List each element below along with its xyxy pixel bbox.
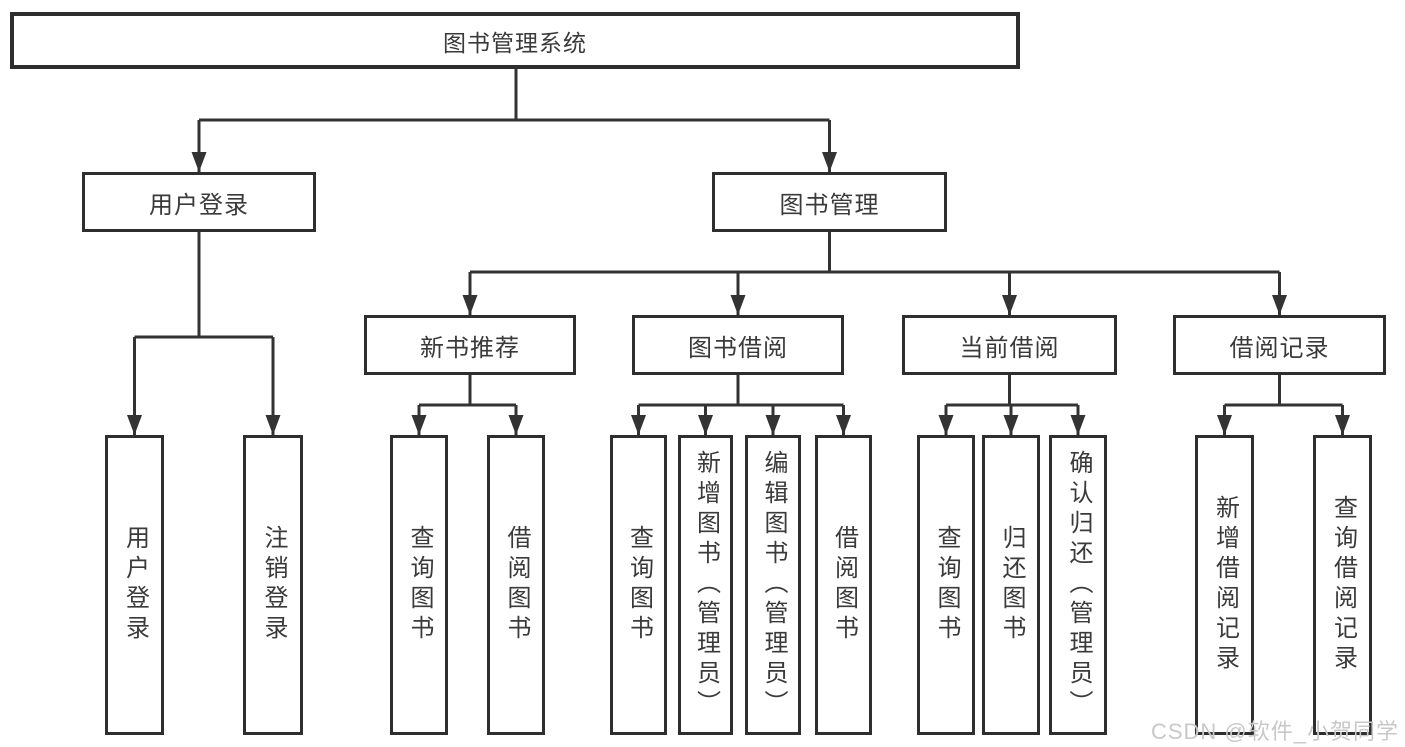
node-book-borrow: 图书借阅 [632, 315, 844, 375]
node-leaf-recommend-borrow-books: 借阅图书 [487, 435, 545, 735]
node-book-management: 图书管理 [712, 172, 947, 232]
node-leaf-recommend-query-books: 查询图书 [390, 435, 448, 735]
node-user-login: 用户登录 [82, 172, 316, 232]
csdn-watermark: CSDN @软件_小贺同学 [1150, 719, 1399, 744]
node-root: 图书管理系统 [10, 12, 1020, 69]
node-leaf-borrow-add-books-admin: 新增图书（管理员） [678, 435, 733, 735]
node-leaf-borrow-query-books: 查询图书 [610, 435, 667, 735]
node-leaf-current-confirm-return-admin: 确认归还（管理员） [1049, 435, 1107, 735]
node-leaf-user-login: 用户登录 [105, 435, 164, 735]
node-leaf-current-query-books: 查询图书 [917, 435, 975, 735]
node-leaf-records-add-record: 新增借阅记录 [1195, 435, 1254, 735]
node-leaf-logout: 注销登录 [243, 435, 303, 735]
node-borrow-records: 借阅记录 [1173, 315, 1386, 375]
node-new-book-recommend: 新书推荐 [364, 315, 576, 375]
node-leaf-current-return-books: 归还图书 [982, 435, 1040, 735]
node-leaf-borrow-borrow-books: 借阅图书 [815, 435, 872, 735]
node-leaf-records-query-record: 查询借阅记录 [1313, 435, 1372, 735]
node-leaf-borrow-edit-books-admin: 编辑图书（管理员） [745, 435, 801, 735]
node-current-borrow: 当前借阅 [902, 315, 1117, 375]
